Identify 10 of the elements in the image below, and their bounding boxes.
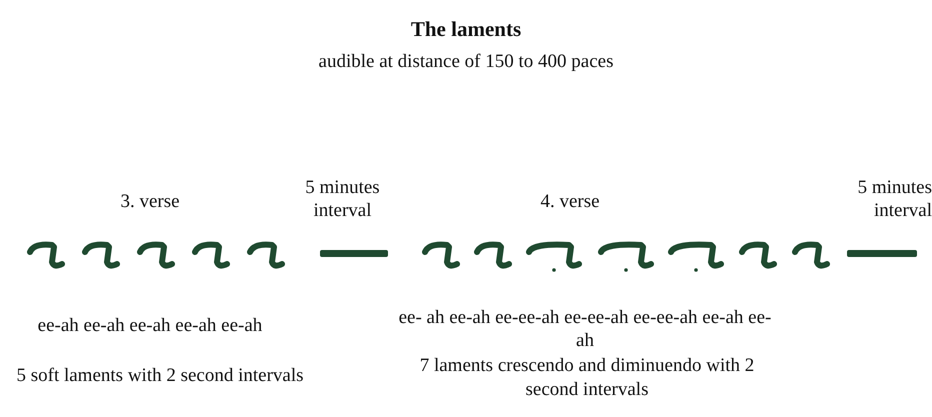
syllable-text: ee-ah ee-ah ee-ah ee-ah ee-ah	[36, 314, 264, 337]
description-text: 7 laments crescendo and diminuendo with 2 second intervals	[418, 354, 756, 402]
verse-label: 3. verse	[119, 190, 181, 213]
description-text: 5 soft laments with 2 second intervals	[15, 364, 305, 388]
verse-label: 4. verse	[539, 190, 601, 213]
interval-label: 5 minutes interval	[856, 176, 932, 222]
subtitle: audible at distance of 150 to 400 paces	[318, 50, 614, 73]
syllable-text: ee- ah ee-ah ee-ee-ah ee-ee-ah ee-ee-ah ee-ah ee-ah	[398, 306, 772, 352]
interval-label: 5 minutes interval	[304, 176, 381, 222]
title: The laments	[410, 18, 522, 41]
